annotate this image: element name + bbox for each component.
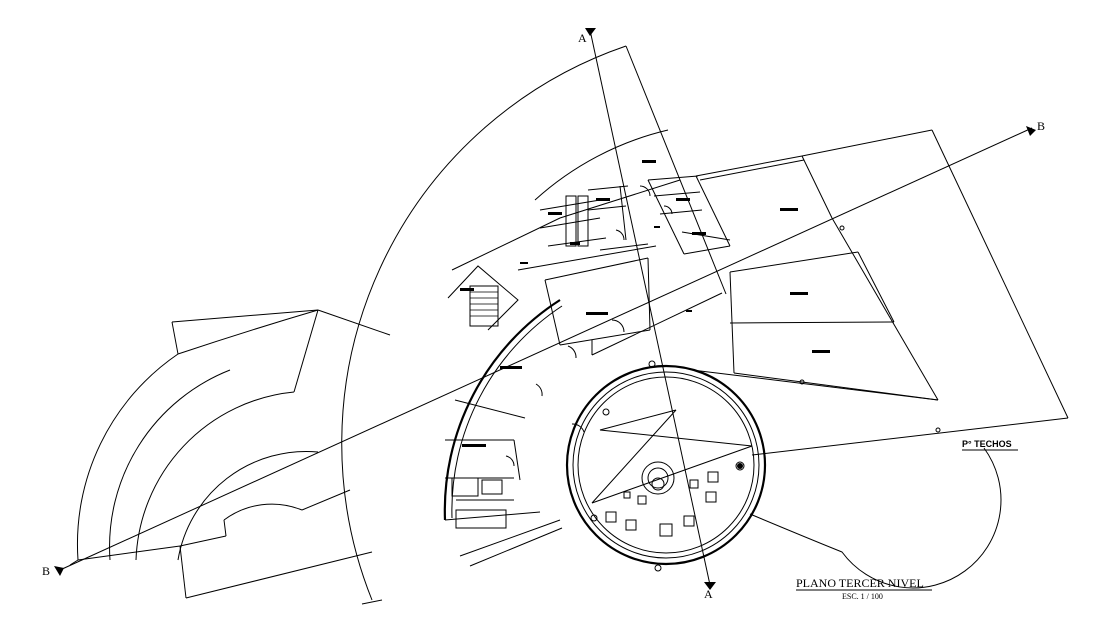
section-a-top-label: A: [578, 31, 587, 45]
main-outer-arc: [341, 45, 727, 605]
section-b-right-label: B: [1037, 119, 1045, 133]
drawing-title: PLANO TERCER NIVEL: [796, 576, 924, 590]
roof-note: P° TECHOS: [962, 439, 1012, 449]
section-b-left-label: B: [42, 564, 50, 578]
roof-wedge: [691, 129, 1069, 456]
section-lines: [54, 28, 1036, 590]
terrace-curve: [749, 447, 1002, 589]
circular-hall: [565, 360, 767, 572]
dining-tables: [590, 471, 719, 537]
west-fan-wing: [69, 309, 391, 599]
section-a-bottom-label: A: [704, 587, 713, 601]
room-tags: [460, 160, 830, 447]
north-rooms: [447, 129, 731, 356]
drawing-scale: ESC. 1 / 100: [842, 592, 883, 601]
west-rooms: [443, 299, 563, 567]
door-swings: [505, 185, 673, 467]
